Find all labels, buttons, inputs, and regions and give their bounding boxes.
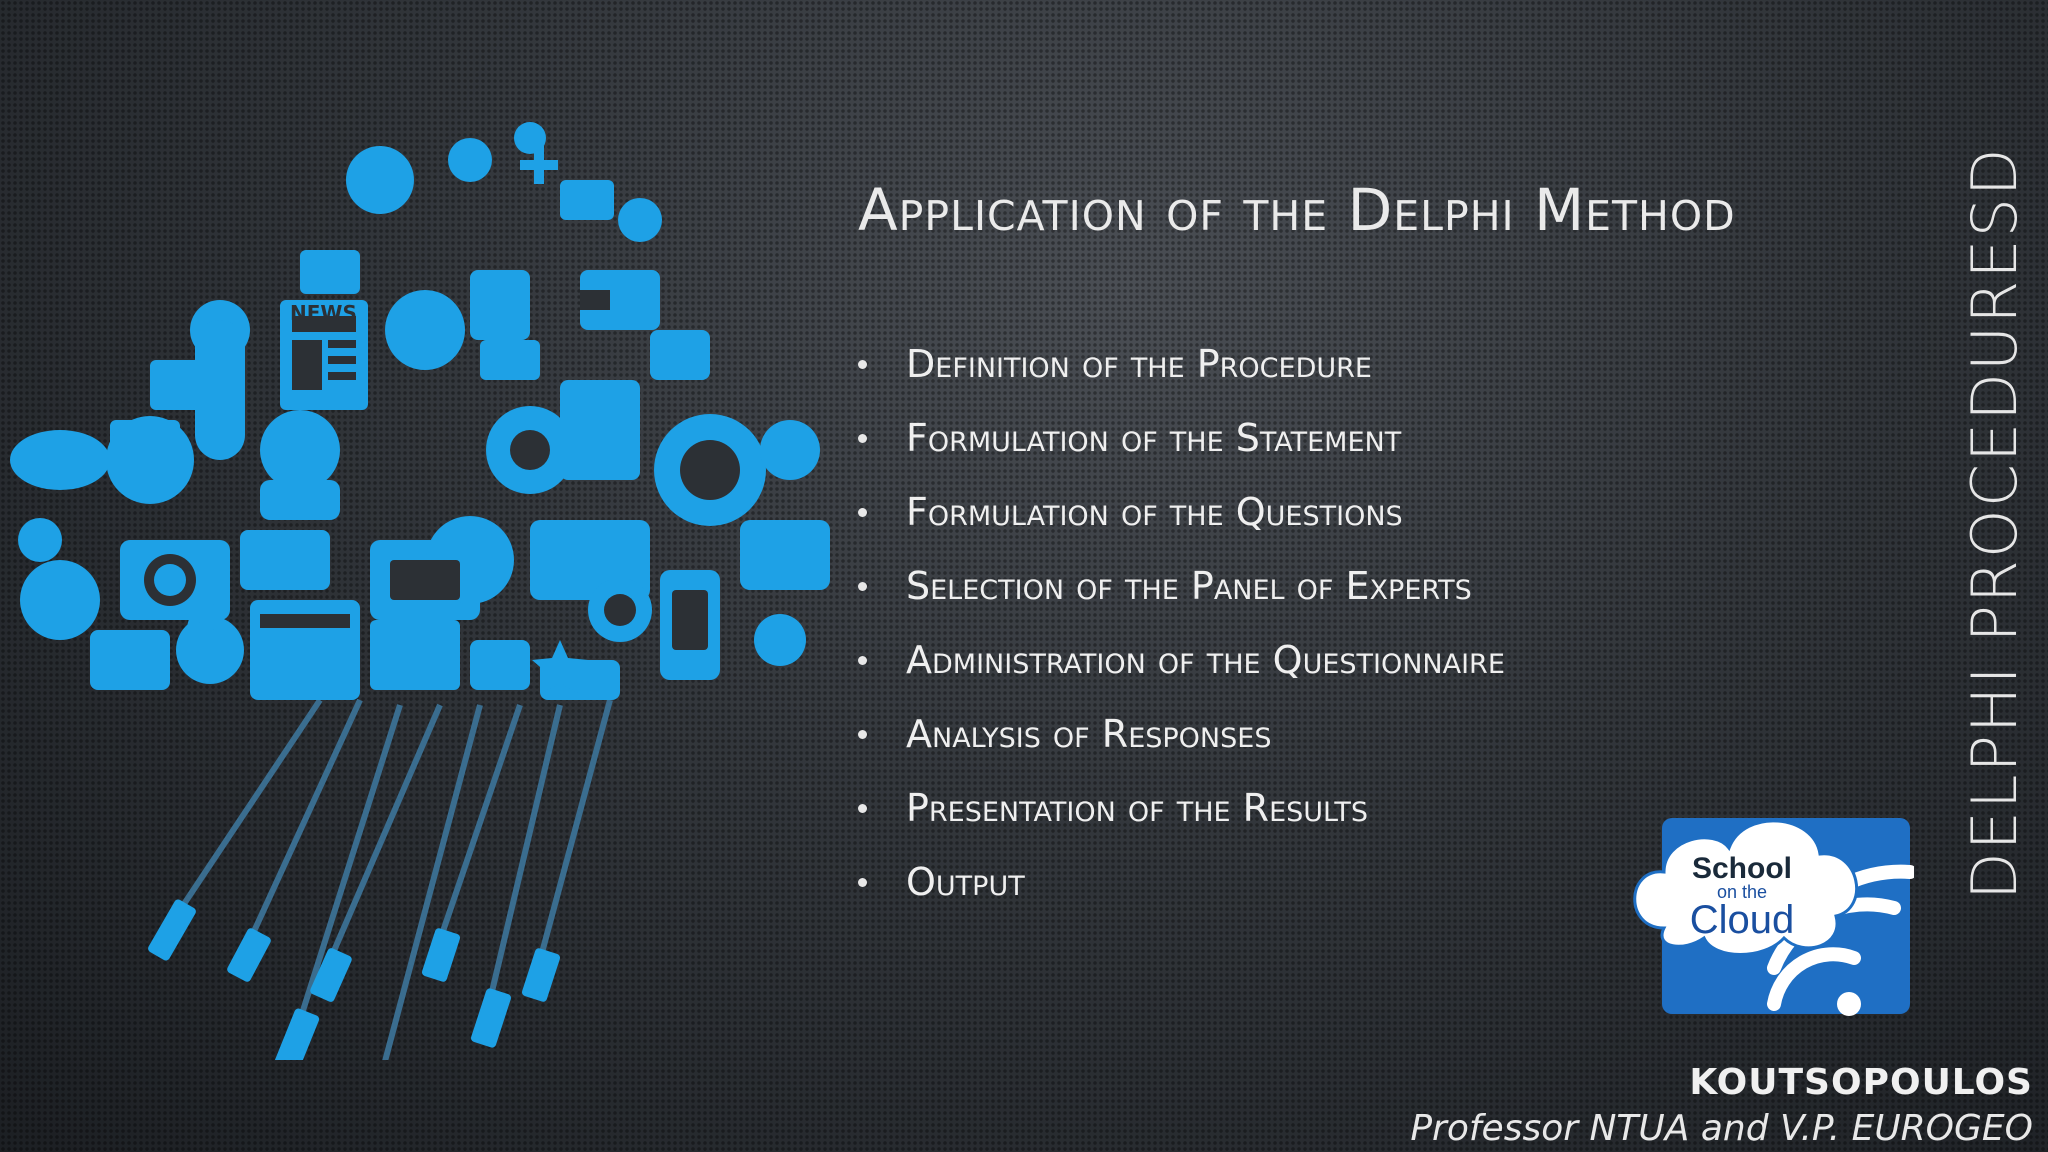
list-item-text: Formulation of the Questions <box>906 490 1403 534</box>
slide-title: Application of the Delphi Method <box>858 176 1736 244</box>
bullet-dot <box>858 656 867 665</box>
list-item: Analysis of Responses <box>858 706 1505 780</box>
bullet-dot <box>858 730 867 739</box>
cable-lines <box>177 698 613 1060</box>
list-item: Formulation of the Questions <box>858 484 1505 558</box>
list-item-text: Definition of the Procedure <box>906 342 1372 386</box>
bullet-list: Definition of the Procedure Formulation … <box>858 336 1505 928</box>
bullet-dot <box>858 878 867 887</box>
school-on-the-cloud-logo: School on the Cloud <box>1633 818 1914 1016</box>
list-item: Output <box>858 854 1505 928</box>
side-section-title: DELPHI PROCEDURESD <box>1958 146 2031 900</box>
cloud-icon <box>1633 819 1859 956</box>
list-item-text: Output <box>906 860 1025 904</box>
list-item: Selection of the Panel of Experts <box>858 558 1505 632</box>
list-item: Administration of the Questionnaire <box>858 632 1505 706</box>
list-item-text: Selection of the Panel of Experts <box>906 564 1472 608</box>
author-name: KOUTSOPOULOS <box>1689 1062 2033 1103</box>
bullet-dot <box>858 508 867 517</box>
logo-text-cloud: Cloud <box>1690 898 1795 942</box>
bullet-dot <box>858 360 867 369</box>
icon-cloud-illustration: NEWS <box>10 122 830 1060</box>
author-role: Professor NTUA and V.P. EUROGEO <box>1410 1108 2033 1149</box>
list-item: Definition of the Procedure <box>858 336 1505 410</box>
bullet-dot <box>858 434 867 443</box>
list-item-text: Analysis of Responses <box>906 712 1272 756</box>
news-icon-label: NEWS <box>290 301 357 325</box>
list-item: Presentation of the Results <box>858 780 1505 854</box>
cable-connectors <box>148 899 561 1060</box>
cloud-icons: NEWS <box>10 122 830 700</box>
logo-text-on-the: on the <box>1717 882 1767 902</box>
list-item-text: Formulation of the Statement <box>906 416 1402 460</box>
list-item-text: Presentation of the Results <box>906 786 1368 830</box>
logo-text-school: School <box>1692 852 1792 885</box>
list-item-text: Administration of the Questionnaire <box>906 638 1505 682</box>
list-item: Formulation of the Statement <box>858 410 1505 484</box>
bullet-dot <box>858 582 867 591</box>
bullet-dot <box>858 804 867 813</box>
